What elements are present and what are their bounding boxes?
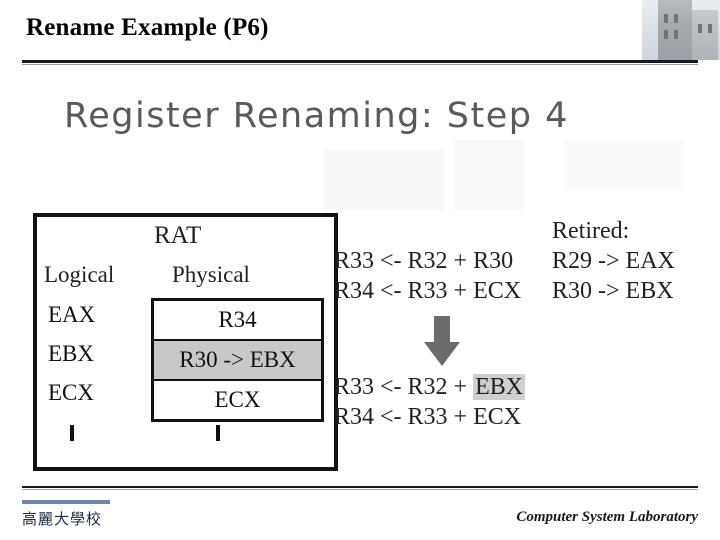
page-title: Rename Example (P6): [26, 14, 269, 41]
photo-window: [674, 14, 678, 23]
instruction-before-2: R34 <- R33 + ECX: [334, 278, 522, 304]
rat-physical-column: R34 R30 -> EBX ECX: [151, 298, 324, 422]
retired-entry-1: R29 -> EAX: [552, 248, 675, 274]
photo-tower-right: [692, 10, 718, 60]
footer-divider: [22, 486, 698, 488]
instruction-after-1-highlight: EBX: [473, 374, 526, 400]
rat-logical-eax: EAX: [48, 302, 96, 327]
instruction-after-1: R33 <- R32 + EBX: [334, 374, 526, 401]
scan-smudge: [454, 140, 524, 210]
photo-window: [698, 24, 702, 33]
rat-logical-ebx: EBX: [48, 341, 94, 366]
instruction-after-2: R34 <- R33 + ECX: [334, 404, 522, 430]
header-divider: [22, 60, 698, 63]
footer-university-name: 高麗大學校: [22, 510, 103, 528]
photo-window: [708, 24, 712, 33]
header-divider-thin: [22, 64, 698, 65]
instruction-after-1-prefix: R33 <- R32 +: [334, 374, 474, 400]
arrow-head: [424, 342, 460, 366]
instruction-before-1: R33 <- R32 + R30: [334, 248, 514, 274]
rat-physical-cell-ebx: R30 -> EBX: [154, 341, 321, 381]
retired-title: Retired:: [552, 218, 630, 244]
scan-smudge: [564, 140, 684, 190]
rat-tick-left: [70, 425, 74, 441]
header-building-photo: [642, 0, 720, 60]
photo-window: [664, 30, 668, 39]
rat-physical-cell-ecx: ECX: [154, 381, 321, 419]
rat-label: RAT: [154, 222, 202, 249]
rat-column-header-logical: Logical: [44, 262, 115, 287]
footer-logo-bar: [22, 500, 110, 504]
retired-entry-2: R30 -> EBX: [552, 278, 674, 304]
rat-column-header-physical: Physical: [172, 262, 250, 287]
photo-window: [664, 14, 668, 23]
footer-lab-name: Computer System Laboratory: [516, 509, 698, 525]
figure-region: Register Renaming: Step 4 RAT Logical Ph…: [24, 80, 696, 471]
scan-smudge: [324, 150, 444, 210]
footer-divider-thin: [22, 489, 698, 490]
down-arrow-icon: [424, 316, 460, 366]
rat-tick-right: [216, 425, 220, 441]
rat-physical-cell-eax: R34: [154, 301, 321, 341]
photo-window: [674, 30, 678, 39]
figure-title: Register Renaming: Step 4: [64, 96, 569, 136]
rat-logical-ecx: ECX: [48, 380, 94, 405]
arrow-shaft: [434, 316, 450, 344]
